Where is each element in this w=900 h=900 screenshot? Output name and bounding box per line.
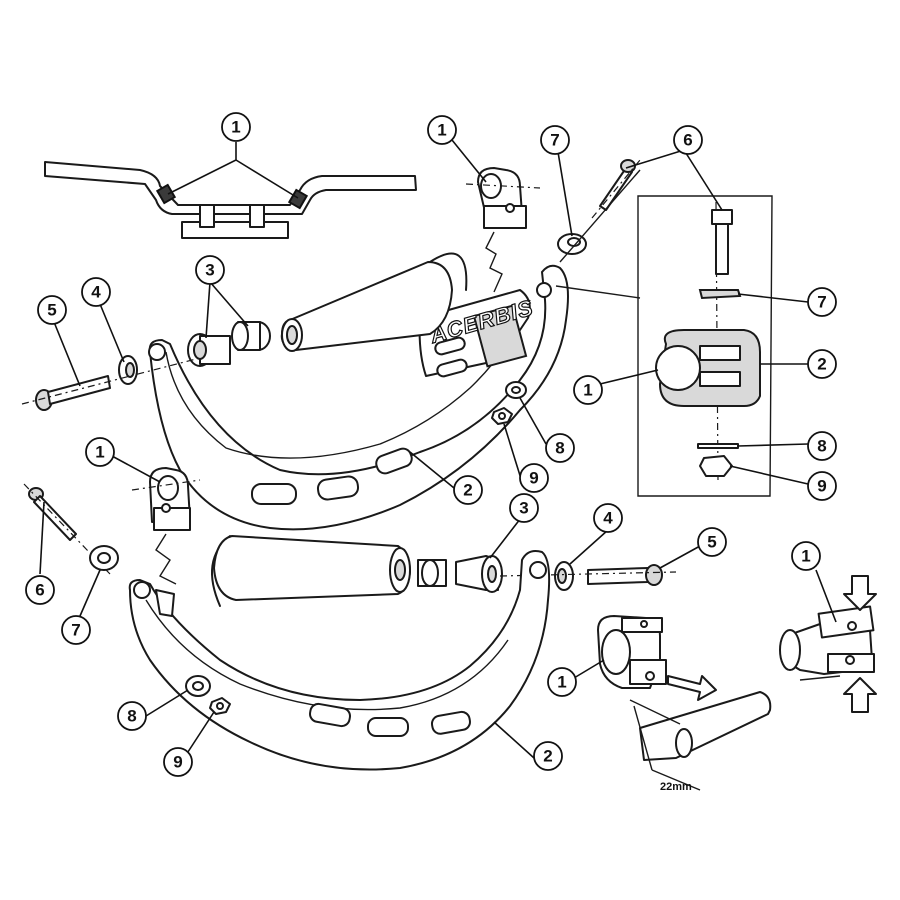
svg-text:1: 1 [95, 443, 104, 462]
callout-detail-washer-8: 8 [807, 431, 837, 461]
bottom-handguard [128, 550, 551, 771]
callout-top-washer-7: 7 [540, 125, 570, 155]
callout-detail-washer-7: 7 [807, 287, 837, 317]
callout-fitting-clamp-1: 1 [547, 667, 577, 697]
callout-bottom-sleeve-3: 3 [509, 493, 539, 523]
detail-cutaway-box [555, 169, 773, 497]
bottom-grip [211, 535, 411, 607]
press-detail [779, 575, 877, 713]
svg-text:1: 1 [583, 381, 592, 400]
callout-top-bar-1: 1 [221, 112, 251, 142]
top-sleeve-3 [187, 321, 271, 367]
callout-top-sleeve-3: 3 [195, 255, 225, 285]
bottom-sleeve-3 [417, 555, 503, 593]
svg-text:9: 9 [529, 469, 538, 488]
dimension-22mm: 22mm [660, 781, 692, 793]
callout-top-clamp-1: 1 [427, 115, 457, 145]
svg-text:6: 6 [683, 131, 692, 150]
callout-bottom-washer-8: 8 [117, 701, 147, 731]
fitting-detail: 22mm [597, 615, 772, 793]
svg-text:9: 9 [173, 753, 182, 772]
callout-top-bolt-6: 6 [673, 125, 703, 155]
bottom-washer-7 [89, 545, 119, 571]
top-grip [280, 252, 468, 352]
svg-text:7: 7 [550, 131, 559, 150]
callout-bottom-washer-7: 7 [61, 615, 91, 645]
svg-text:7: 7 [817, 293, 826, 312]
svg-text:1: 1 [437, 121, 446, 140]
top-bolt-5 [21, 357, 201, 411]
callouts: 1 1 7 6 3 5 4 7 1 2 8 9 8 9 2 1 6 7 3 4 … [25, 112, 837, 777]
svg-text:1: 1 [231, 118, 240, 137]
svg-text:3: 3 [205, 261, 214, 280]
callout-bottom-guard-2: 2 [533, 741, 563, 771]
callout-top-washer-8: 8 [545, 433, 575, 463]
svg-text:8: 8 [127, 707, 136, 726]
callout-detail-guard-2: 2 [807, 349, 837, 379]
callout-detail-nut-9: 9 [807, 471, 837, 501]
svg-text:9: 9 [817, 477, 826, 496]
callout-top-guard-2: 2 [453, 475, 483, 505]
bottom-spacer-4 [554, 561, 574, 591]
callout-top-spacer-4: 4 [81, 277, 111, 307]
svg-text:2: 2 [543, 747, 552, 766]
svg-text:2: 2 [817, 355, 826, 374]
svg-text:4: 4 [603, 509, 613, 528]
svg-text:8: 8 [817, 437, 826, 456]
svg-text:3: 3 [519, 499, 528, 518]
handlebar-overview [44, 161, 417, 239]
svg-text:1: 1 [557, 673, 566, 692]
leader-lines [39, 139, 837, 759]
top-clamp [465, 167, 541, 293]
top-nut-9 [491, 407, 513, 425]
top-bolt-6 [591, 159, 641, 219]
bottom-bolt-5 [499, 564, 677, 586]
svg-text:5: 5 [47, 301, 56, 320]
bottom-nut-9 [209, 697, 231, 715]
callout-bottom-nut-9: 9 [163, 747, 193, 777]
callout-detail-clamp-1: 1 [573, 375, 603, 405]
callout-top-nut-9: 9 [519, 463, 549, 493]
bottom-washer-8 [185, 675, 211, 697]
svg-text:7: 7 [71, 621, 80, 640]
svg-text:2: 2 [463, 481, 472, 500]
svg-text:8: 8 [555, 439, 564, 458]
callout-bottom-clamp-1: 1 [85, 437, 115, 467]
svg-text:4: 4 [91, 283, 101, 302]
svg-text:1: 1 [801, 547, 810, 566]
top-spacer-4 [118, 355, 138, 385]
callout-bottom-spacer-4: 4 [593, 503, 623, 533]
top-washer-8 [505, 381, 527, 399]
callout-bottom-bolt-6: 6 [25, 575, 55, 605]
svg-text:6: 6 [35, 581, 44, 600]
svg-text:5: 5 [707, 533, 716, 552]
callout-bottom-bolt-5: 5 [697, 527, 727, 557]
callout-top-bolt-5: 5 [37, 295, 67, 325]
callout-press-clamp-1: 1 [791, 541, 821, 571]
